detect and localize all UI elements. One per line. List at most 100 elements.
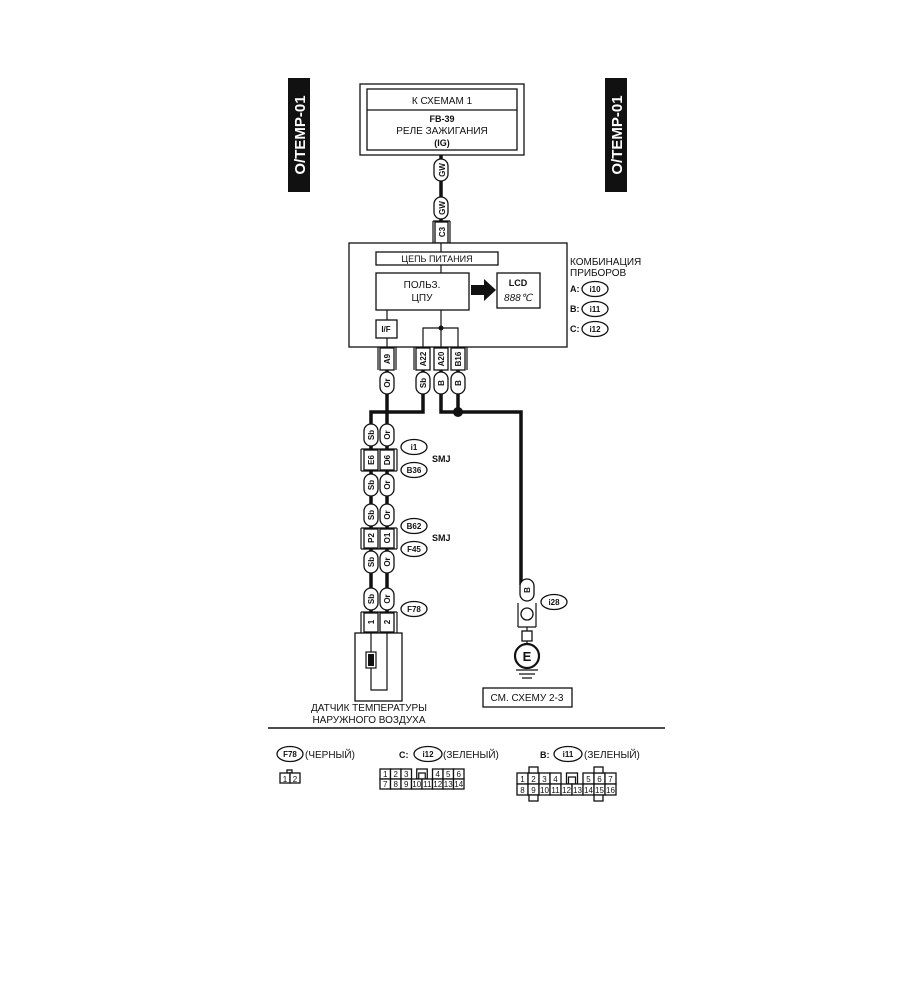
pin-number: 12 bbox=[562, 786, 571, 795]
see-diagram-ref: СМ. СХЕМУ 2-3 bbox=[491, 693, 564, 704]
svg-text:2: 2 bbox=[293, 775, 298, 784]
pin-number: 5 bbox=[586, 775, 591, 784]
connector-latch bbox=[593, 766, 604, 774]
svg-text:D6: D6 bbox=[383, 454, 392, 465]
meter-connector-b: B: i11 bbox=[570, 300, 609, 318]
junction-dot bbox=[453, 407, 463, 417]
pin-number: 13 bbox=[444, 780, 453, 789]
fuse-label: FB-39 bbox=[429, 114, 454, 124]
svg-text:C:: C: bbox=[399, 750, 409, 760]
svg-text:Or: Or bbox=[383, 480, 392, 489]
pin-cell bbox=[452, 778, 465, 790]
svg-text:Sb: Sb bbox=[367, 480, 376, 490]
svg-text:(ЗЕЛЕНЫЙ): (ЗЕЛЕНЫЙ) bbox=[443, 748, 499, 761]
svg-text:B62: B62 bbox=[407, 522, 422, 531]
svg-text:i12: i12 bbox=[422, 750, 434, 759]
pin-number: 10 bbox=[412, 780, 421, 789]
interface-label: I/F bbox=[381, 325, 390, 334]
pin-number: 11 bbox=[423, 780, 432, 789]
meter-connector-c: C: i12 bbox=[570, 320, 609, 338]
svg-text:GW: GW bbox=[438, 201, 447, 215]
meter-connector-a: A: i10 bbox=[570, 280, 609, 298]
pin-number: 8 bbox=[520, 786, 525, 795]
svg-text:B:: B: bbox=[540, 750, 550, 760]
pin-number: 9 bbox=[404, 780, 409, 789]
terminal-wire-colors: Or Sb B B bbox=[379, 371, 466, 395]
svg-text:SMJ: SMJ bbox=[432, 533, 451, 543]
pin-number: 2 bbox=[394, 770, 399, 779]
svg-text:B:: B: bbox=[570, 304, 580, 314]
outside-temp-sensor: 1 2 F78 ДАТЧИК ТЕМПЕРАТУРЫ НАРУЖНОГО ВОЗ… bbox=[311, 600, 428, 726]
svg-text:Sb: Sb bbox=[367, 557, 376, 567]
relay-name: РЕЛЕ ЗАЖИГАНИЯ bbox=[396, 126, 488, 137]
pin-number: 10 bbox=[540, 786, 549, 795]
svg-text:Sb: Sb bbox=[367, 430, 376, 440]
svg-text:B16: B16 bbox=[454, 351, 463, 366]
connector-key bbox=[418, 772, 426, 779]
relay-mode: (IG) bbox=[434, 138, 450, 148]
svg-text:Or: Or bbox=[383, 430, 392, 439]
svg-text:GW: GW bbox=[438, 163, 447, 177]
svg-text:i12: i12 bbox=[589, 325, 601, 334]
wire-color-gw-lower: GW bbox=[433, 196, 449, 220]
pin-number: 5 bbox=[446, 770, 451, 779]
svg-text:F78: F78 bbox=[407, 605, 421, 614]
wire-color-gw-upper: GW bbox=[433, 158, 449, 182]
svg-text:E6: E6 bbox=[367, 455, 376, 465]
pin-number: 12 bbox=[433, 780, 442, 789]
svg-text:B: B bbox=[523, 587, 532, 593]
pin-number: 14 bbox=[584, 786, 593, 795]
svg-text:Sb: Sb bbox=[367, 510, 376, 520]
svg-text:НАРУЖНОГО ВОЗДУХА: НАРУЖНОГО ВОЗДУХА bbox=[312, 715, 425, 726]
svg-text:C3: C3 bbox=[438, 226, 447, 237]
svg-text:Or: Or bbox=[383, 557, 392, 566]
joint-connector-1: E6 D6 i1 B36 SMJ bbox=[360, 438, 451, 479]
svg-text:SMJ: SMJ bbox=[432, 454, 451, 464]
side-tab-right: O/TEMP-01 bbox=[605, 78, 627, 192]
connector-latch bbox=[528, 794, 539, 802]
pin-cell bbox=[604, 783, 617, 796]
svg-text:A22: A22 bbox=[419, 351, 428, 366]
source-title: К СХЕМАМ 1 bbox=[412, 96, 473, 107]
side-tab-right-text: O/TEMP-01 bbox=[609, 95, 626, 174]
svg-text:ДАТЧИК ТЕМПЕРАТУРЫ: ДАТЧИК ТЕМПЕРАТУРЫ bbox=[311, 703, 427, 714]
joint-connector-2: P2 O1 B62 F45 SMJ bbox=[360, 517, 451, 558]
pin-number: 4 bbox=[553, 775, 558, 784]
pin-number: 4 bbox=[436, 770, 441, 779]
meter-title-2: ПРИБОРОВ bbox=[570, 268, 627, 279]
pin-number: 11 bbox=[551, 786, 560, 795]
side-tab-left-text: O/TEMP-01 bbox=[292, 95, 309, 174]
meter-terminals: A9 A22 A20 B16 bbox=[377, 347, 468, 371]
pin-number: 2 bbox=[531, 775, 536, 784]
pin-number: 7 bbox=[383, 780, 388, 789]
ground-circuit: B i28 E СМ. СХЕМУ 2-3 bbox=[482, 578, 573, 708]
pin-number: 15 bbox=[595, 786, 604, 795]
pin-number: 3 bbox=[542, 775, 547, 784]
svg-text:B: B bbox=[454, 380, 463, 386]
svg-text:i1: i1 bbox=[411, 443, 418, 452]
lcd-digits: 888℃ bbox=[504, 293, 534, 304]
svg-text:Or: Or bbox=[383, 378, 392, 387]
svg-text:P2: P2 bbox=[367, 533, 376, 543]
svg-text:Sb: Sb bbox=[419, 378, 428, 388]
svg-text:(ЧЕРНЫЙ): (ЧЕРНЫЙ) bbox=[305, 748, 355, 761]
svg-text:B: B bbox=[437, 380, 446, 386]
svg-text:E: E bbox=[523, 649, 532, 664]
svg-text:A:: A: bbox=[570, 284, 580, 294]
svg-text:1: 1 bbox=[367, 619, 376, 624]
pin-number: 6 bbox=[457, 770, 462, 779]
pin-number: 1 bbox=[520, 775, 525, 784]
power-circuit-label: ЦЕПЬ ПИТАНИЯ bbox=[401, 254, 472, 264]
svg-text:Sb: Sb bbox=[367, 594, 376, 604]
pin-number: 6 bbox=[597, 775, 602, 784]
combination-meter: ЦЕПЬ ПИТАНИЯ ПОЛЬЗ. ЦПУ LCD 888℃ I/F КОМ… bbox=[348, 242, 641, 348]
svg-text:C:: C: bbox=[570, 324, 580, 334]
pin-number: 3 bbox=[404, 770, 409, 779]
svg-text:(ЗЕЛЕНЫЙ): (ЗЕЛЕНЫЙ) bbox=[584, 748, 640, 761]
lcd-label: LCD bbox=[509, 278, 528, 288]
pin-number: 1 bbox=[383, 770, 388, 779]
pin-number: 9 bbox=[531, 786, 536, 795]
